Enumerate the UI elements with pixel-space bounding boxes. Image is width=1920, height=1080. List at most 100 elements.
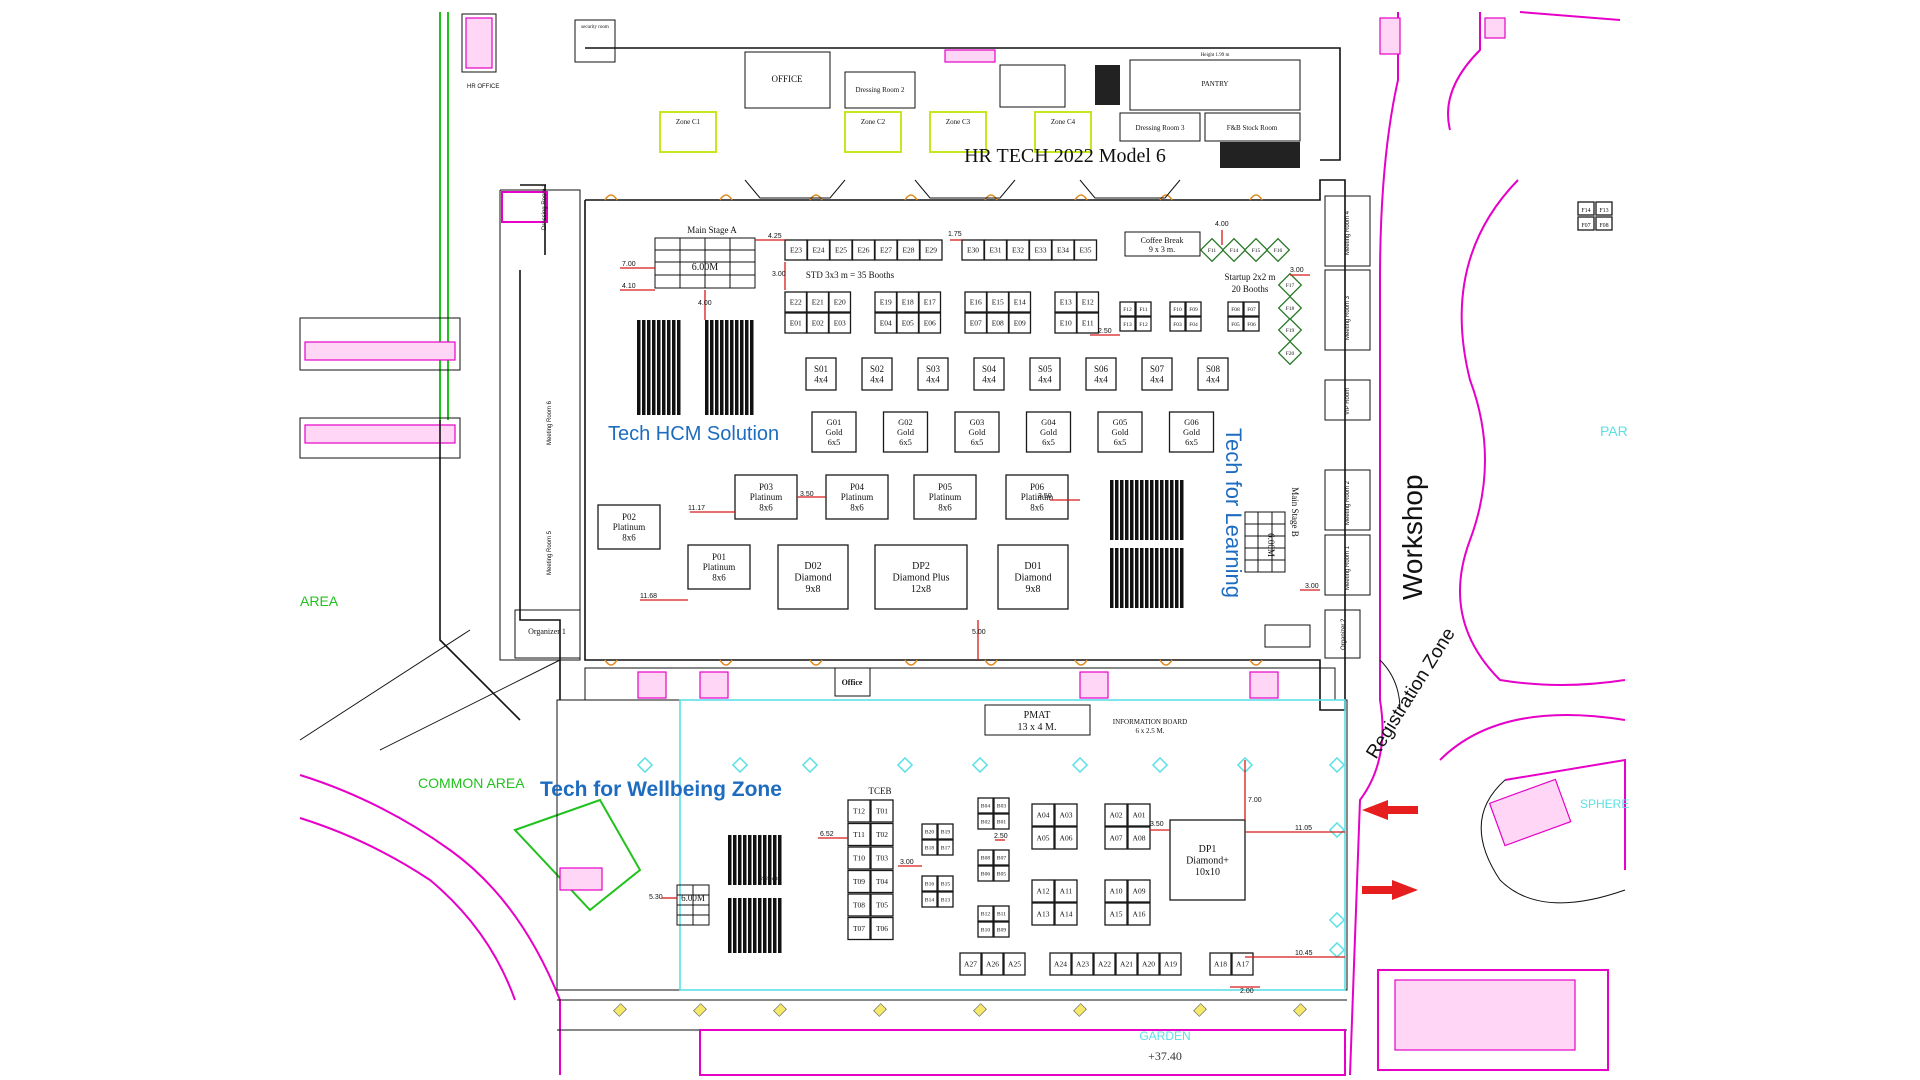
booth-s08-label-1: 4x4 xyxy=(1206,374,1220,384)
booth-d01-label-0: D01 xyxy=(1024,561,1041,572)
booth-b08-label-0: B08 xyxy=(981,855,990,861)
vip-room-label: VIP Room xyxy=(1345,388,1351,415)
seat xyxy=(743,898,747,953)
booth-a07-label-0: A07 xyxy=(1110,834,1123,843)
seat xyxy=(720,320,724,415)
height-label: Height 1.99 m xyxy=(1201,53,1230,58)
booth-a14-label-0: A14 xyxy=(1060,910,1073,919)
seat xyxy=(1175,548,1179,608)
booth-e31-label-0: E31 xyxy=(989,246,1001,255)
dimension-13: 3.00 xyxy=(898,859,922,867)
booth-b11: B11 xyxy=(993,905,1010,922)
seat xyxy=(740,320,744,415)
meeting-room-3-label: Meeting Room 3 xyxy=(1345,295,1351,340)
booth-e34: E34 xyxy=(1051,239,1075,261)
booth-a02-box xyxy=(1104,803,1128,827)
booth-b13-box xyxy=(937,891,954,908)
startup-booth-f19: F19 xyxy=(1277,317,1303,343)
booth-b14-box xyxy=(921,891,938,908)
entry-arrow-left-icon xyxy=(1362,800,1418,820)
booth-g01-label-0: G01 xyxy=(827,417,842,427)
booth-e20: E20 xyxy=(828,291,852,313)
booth-t04: T04 xyxy=(870,869,894,894)
booth-t08-label-0: T08 xyxy=(853,901,865,910)
booth-a13-label-0: A13 xyxy=(1037,910,1050,919)
zone-c1-label: Zone C1 xyxy=(676,118,701,126)
startup-small-5-box xyxy=(1243,301,1260,317)
booth-s06-label-1: 4x4 xyxy=(1094,374,1108,384)
garden-label: GARDEN xyxy=(1139,1029,1190,1043)
booth-b13: B13 xyxy=(937,891,954,908)
seat xyxy=(768,835,772,885)
seat xyxy=(677,320,681,415)
light-marker xyxy=(1193,1003,1207,1017)
startup-booth-f19-label: F19 xyxy=(1286,328,1295,334)
booth-e21: E21 xyxy=(806,291,830,313)
dimension-21: 4.00 xyxy=(1215,221,1229,245)
booth-e04: E04 xyxy=(874,312,898,334)
booth-a03: A03 xyxy=(1054,803,1078,827)
startup-small-5-label-0: F07 xyxy=(1247,307,1256,313)
dimension-3: 3.00 xyxy=(772,262,786,290)
booth-t07-box xyxy=(847,916,871,941)
booth-e20-box xyxy=(828,291,852,313)
booth-e11-box xyxy=(1076,312,1100,334)
booth-s04-box xyxy=(973,357,1005,391)
booth-t08: T08 xyxy=(847,893,871,917)
booth-e03: E03 xyxy=(828,312,852,334)
booth-t10: T10 xyxy=(847,846,871,870)
booth-d02-label-2: 9x8 xyxy=(806,584,821,595)
booth-b04: B04 xyxy=(977,797,994,814)
booth-e17-box xyxy=(918,291,942,313)
booth-a07: A07 xyxy=(1104,826,1128,850)
booth-t02-box xyxy=(870,822,894,847)
booth-p01-label-0: P01 xyxy=(712,552,726,562)
booth-b12-label-0: B12 xyxy=(981,911,990,917)
booth-t06-label-0: T06 xyxy=(876,924,888,933)
dimension-value: 5.30 xyxy=(649,894,663,901)
booth-dp1-label-2: 10x10 xyxy=(1195,867,1220,878)
booth-b02-box xyxy=(977,813,994,830)
booth-a22-box xyxy=(1093,952,1116,976)
startup-booth-f16-box xyxy=(1265,237,1291,263)
booth-g03-label-2: 6x5 xyxy=(971,437,984,447)
booth-e14: E14 xyxy=(1008,291,1032,313)
booth-p06-label-2: 8x6 xyxy=(1030,503,1044,513)
booth-e22-label-0: E22 xyxy=(790,298,802,307)
booth-b18-label-0: B18 xyxy=(925,845,934,851)
booth-a13-box xyxy=(1031,902,1055,926)
booth-a05-label-0: A05 xyxy=(1037,834,1050,843)
pillar-marker xyxy=(801,756,819,774)
booth-b09: B09 xyxy=(993,921,1010,938)
booth-s07-box xyxy=(1141,357,1173,391)
booth-b17-label-0: B17 xyxy=(941,845,950,851)
office-mid-label: Office xyxy=(842,678,863,687)
booth-g05-label-1: Gold xyxy=(1112,427,1130,437)
seat xyxy=(733,835,737,885)
booth-e35: E35 xyxy=(1073,239,1098,261)
seat xyxy=(733,898,737,953)
dimension-16: 11.05 xyxy=(1245,825,1345,833)
booth-e23: E23 xyxy=(784,239,808,261)
startup-booth-f14-box xyxy=(1221,237,1247,263)
seating-block-a1 xyxy=(637,320,681,415)
booth-b01-label-0: B01 xyxy=(997,819,1006,825)
seat xyxy=(735,320,739,415)
booth-d01-box xyxy=(997,544,1069,610)
booth-t03-box xyxy=(870,846,894,870)
booth-t11-label-0: T11 xyxy=(853,830,865,839)
booth-e34-label-0: E34 xyxy=(1057,246,1069,255)
booth-a24-label-0: A24 xyxy=(1054,960,1067,969)
booth-a10: A10 xyxy=(1104,879,1128,903)
seat xyxy=(738,898,742,953)
booth-b16: B16 xyxy=(921,875,938,892)
dimension-value: 7.00 xyxy=(622,261,636,268)
booth-e19-label-0: E19 xyxy=(880,298,892,307)
startup-small-11-box xyxy=(1243,316,1260,332)
booth-t07: T07 xyxy=(847,916,871,941)
booth-a23-label-0: A23 xyxy=(1076,960,1089,969)
booth-b20: B20 xyxy=(921,823,938,840)
